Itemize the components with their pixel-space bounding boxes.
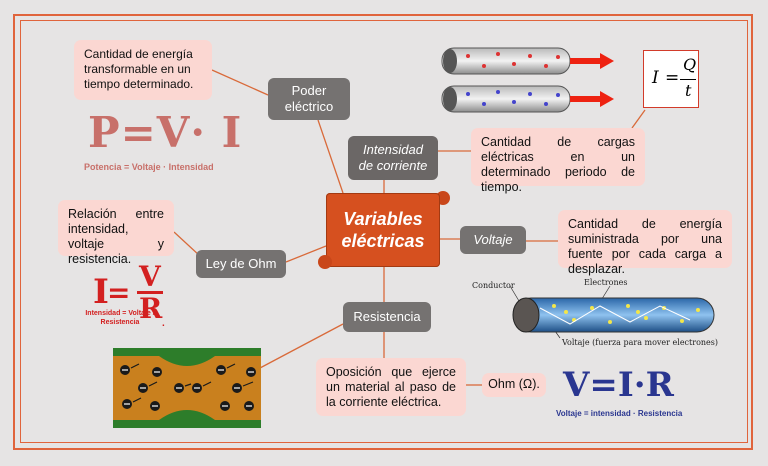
current-wires-illustration [441,47,614,113]
formula-iqt-eq: = [665,68,680,88]
node-poder-line2: eléctrico [284,99,334,114]
link-formula-iqt [631,109,646,129]
formula-iqt-i: I [652,68,659,88]
link-ohm-central [285,245,327,263]
central-title: Variables eléctricas [326,208,440,252]
note-intensidad: Cantidad de cargas eléctricas en un dete… [471,128,645,194]
note-ley-ohm: Relación entre intensidad, voltaje y res… [58,200,174,266]
inner-frame [20,20,748,443]
node-ley-ohm[interactable]: Ley de Ohm [196,250,286,278]
formula-ohm-fraction-bar [137,291,163,294]
node-resistencia[interactable]: Resistencia [343,302,431,332]
formula-ohm-caption: Intensidad = Voltaje / Resistencia [85,310,155,326]
label-voltaje-fuerza: Voltaje (fuerza para mover electrones) [562,338,719,347]
formula-ohm-equals: = [107,276,131,309]
formula-ohm-dot: . [162,318,165,329]
node-poder-line1: Poder [291,83,327,98]
node-intensidad-line1: Intensidad [363,142,423,157]
scroll-curl-left [318,255,332,269]
outer-frame [13,14,753,450]
node-ohm-unit: Ohm (Ω). [482,373,546,397]
node-voltaje[interactable]: Voltaje [460,226,526,254]
central-title-line1: Variables [343,209,423,229]
formula-vir: V=I·R [563,365,674,405]
link-resistencia-image [259,323,344,369]
note-resistencia: Oposición que ejerce un material al paso… [316,358,466,416]
central-node[interactable] [326,193,440,267]
link-poder-note [211,69,269,96]
link-ohm-note [173,231,201,257]
conductor-illustration [509,285,715,339]
label-electrones: Electrones [584,278,628,287]
label-conductor: Conductor [472,281,515,290]
formula-pvi-caption: Potencia = Voltaje · Intensidad [84,162,214,172]
note-poder: Cantidad de energía transformable en un … [74,40,212,100]
formula-i-q-t: I = Q t [643,50,699,108]
formula-ohm-r: R [139,292,163,325]
formula-iqt-q: Q [683,55,697,74]
formula-ohm-i: I [93,272,109,312]
node-intensidad-line2: de corriente [358,158,428,173]
formula-ohm-v: V [139,260,161,293]
formula-iqt-t: t [685,81,692,100]
formula-iqt-fraction-bar [680,79,696,80]
link-poder-central [317,119,344,194]
central-title-line2: eléctricas [341,231,425,251]
note-voltaje: Cantidad de energía suministrada por una… [558,210,732,276]
formula-vir-caption: Voltaje = intensidad · Resistencia [556,409,683,418]
resistance-illustration [113,348,261,428]
formula-pvi: P=V· I [88,108,243,157]
